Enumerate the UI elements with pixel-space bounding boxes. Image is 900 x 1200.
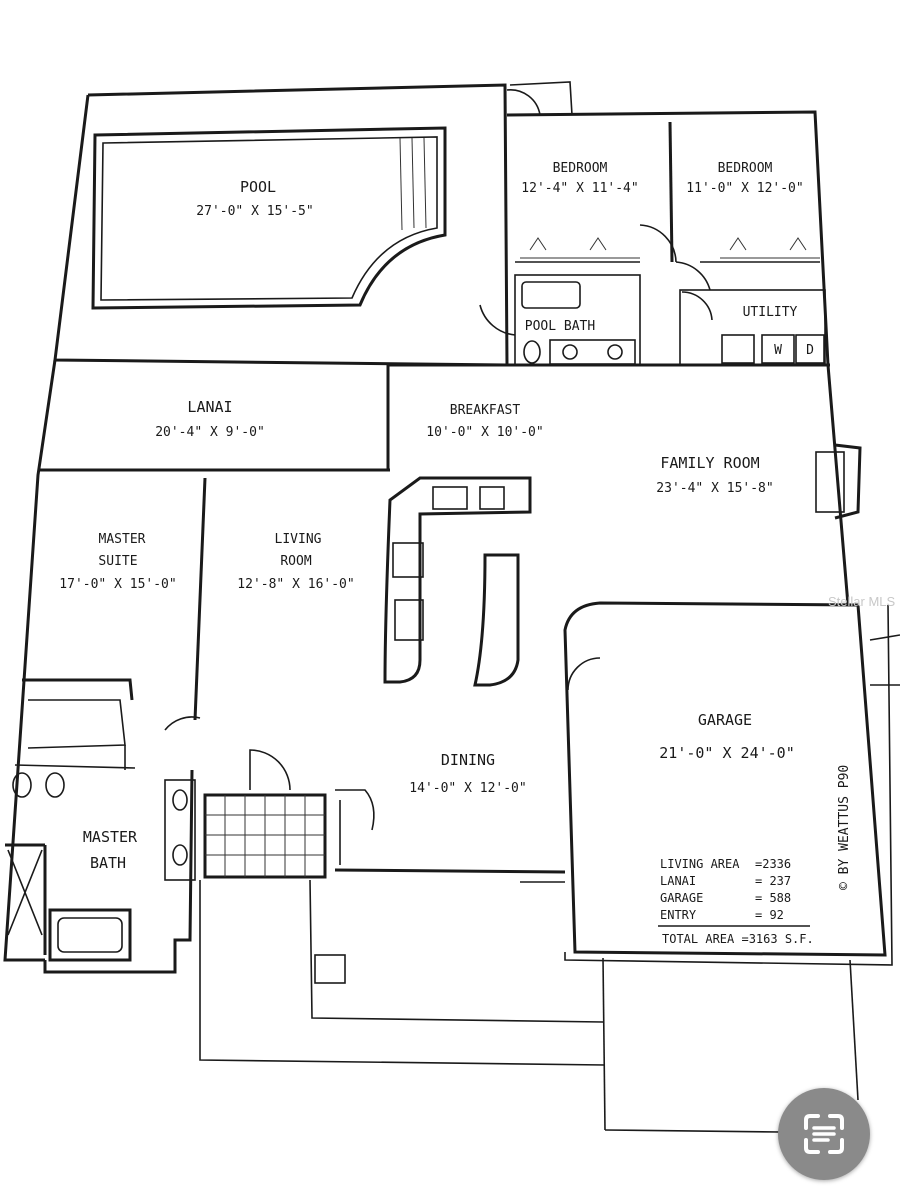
master-bath-label-2: BATH — [90, 854, 126, 872]
area-table: LIVING AREA =2336 LANAI = 237 GARAGE = 5… — [658, 857, 814, 946]
area-row-garage-label: GARAGE — [660, 891, 703, 905]
pool-bath-label: POOL BATH — [525, 319, 595, 334]
garage-dims: 21'-0" X 24'-0" — [659, 744, 794, 762]
fireplace — [815, 443, 862, 520]
dining-dims: 14'-0" X 12'-0" — [409, 781, 526, 796]
area-row-entry-label: ENTRY — [660, 908, 697, 922]
garage-walls — [563, 601, 900, 1133]
lanai-dims: 20'-4" X 9'-0" — [155, 425, 265, 440]
area-row-lanai-label: LANAI — [660, 874, 696, 888]
area-row-living-label: LIVING AREA — [660, 857, 740, 871]
bedroom-1-label: BEDROOM — [553, 161, 608, 176]
area-row-lanai-value: = 237 — [755, 874, 791, 888]
bedroom-2-dims: 11'-0" X 12'-0" — [686, 181, 803, 196]
mls-watermark: Stellar MLS — [828, 594, 896, 609]
master-bath-label-1: MASTER — [83, 828, 138, 846]
area-total: TOTAL AREA =3163 S.F. — [662, 932, 814, 946]
pool-shape — [91, 126, 447, 310]
living-room-label-1: LIVING — [275, 532, 322, 547]
dining-label: DINING — [441, 751, 495, 769]
entry-tile-grid — [203, 749, 375, 879]
family-room-label: FAMILY ROOM — [660, 454, 759, 472]
dryer-label: D — [806, 343, 814, 358]
front-walls — [199, 868, 606, 1066]
master-bath-fixtures — [5, 678, 201, 974]
pool-bath-fixtures — [479, 281, 636, 365]
utility-label: UTILITY — [743, 305, 798, 320]
exterior-walls — [3, 81, 850, 962]
pool-label: POOL — [240, 178, 276, 196]
bedroom-fixtures — [506, 89, 820, 291]
area-row-living-value: =2336 — [755, 857, 791, 871]
google-lens-icon[interactable] — [778, 1088, 870, 1180]
master-suite-label-2: SUITE — [98, 554, 137, 569]
breakfast-label: BREAKFAST — [450, 403, 521, 418]
garage-label: GARAGE — [698, 711, 752, 729]
pool-dims: 27'-0" X 15'-5" — [196, 204, 313, 219]
master-suite-label-1: MASTER — [99, 532, 146, 547]
bedroom-1-dims: 12'-4" X 11'-4" — [521, 181, 638, 196]
living-room-dims: 12'-8" X 16'-0" — [237, 577, 354, 592]
lens-glyph-icon — [804, 1114, 844, 1154]
lanai-label: LANAI — [187, 398, 232, 416]
utility-fixtures — [681, 291, 825, 364]
family-room-dims: 23'-4" X 15'-8" — [656, 481, 773, 496]
breakfast-dims: 10'-0" X 10'-0" — [426, 425, 543, 440]
designer-credit: © BY WEATTUS P90 — [837, 765, 852, 890]
living-room-label-2: ROOM — [280, 554, 311, 569]
kitchen-counters — [383, 476, 532, 687]
bedroom-2-label: BEDROOM — [718, 161, 773, 176]
master-suite-dims: 17'-0" X 15'-0" — [59, 577, 176, 592]
area-row-entry-value: = 92 — [755, 908, 784, 922]
area-row-garage-value: = 588 — [755, 891, 791, 905]
washer-label: W — [774, 343, 782, 358]
